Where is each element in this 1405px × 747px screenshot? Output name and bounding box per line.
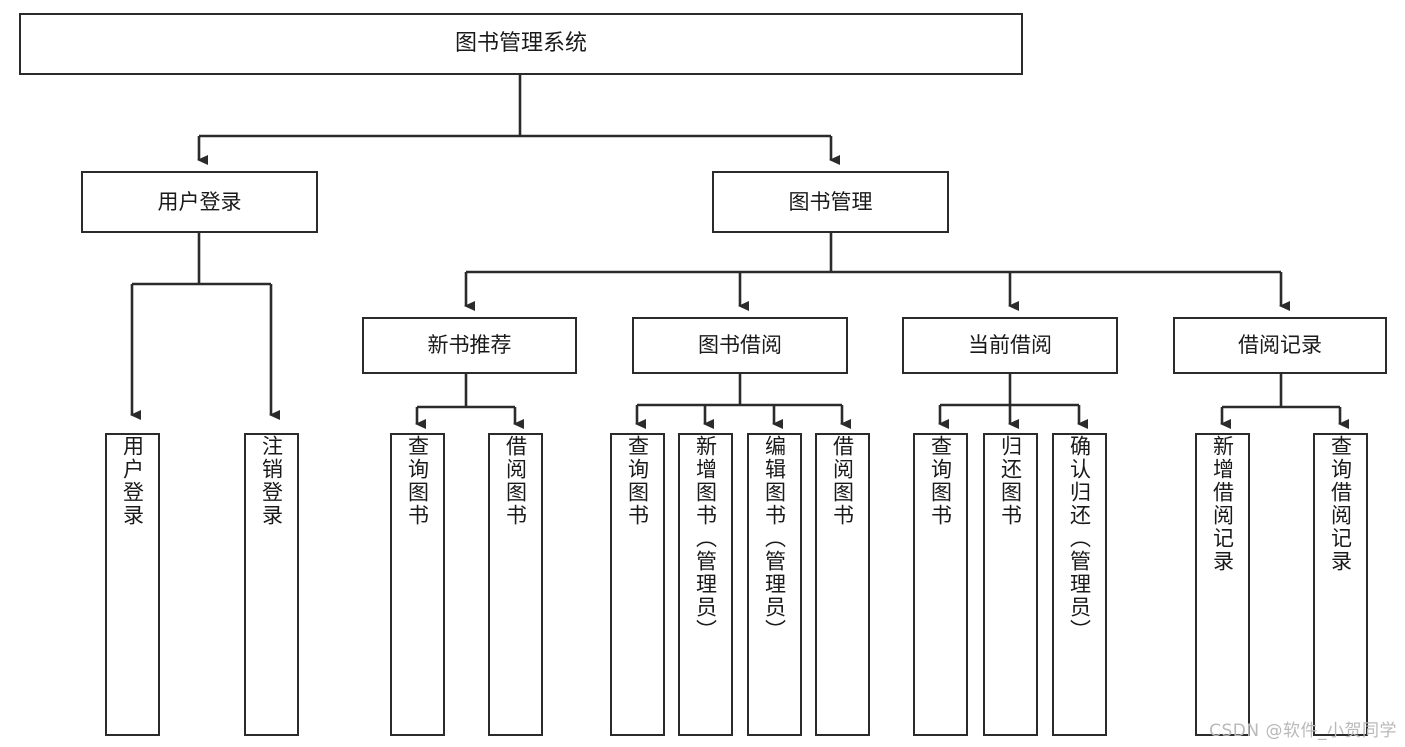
node-leaf-confirm-return[interactable]: 确认归还（管理员） [1052, 433, 1107, 736]
node-leaf-add-record-label: 新增借阅记录 [1210, 435, 1235, 573]
node-leaf-edit-book-label: 编辑图书（管理员） [762, 435, 787, 642]
node-leaf-query-book-3[interactable]: 查询图书 [913, 433, 968, 736]
node-leaf-query-book-3-label: 查询图书 [928, 435, 953, 527]
node-user-login-label: 用户登录 [157, 189, 242, 214]
node-book-manage-label: 图书管理 [788, 189, 873, 214]
node-user-login[interactable]: 用户登录 [81, 171, 318, 233]
node-current-borrow[interactable]: 当前借阅 [902, 317, 1118, 374]
node-borrow-record[interactable]: 借阅记录 [1173, 317, 1387, 374]
node-leaf-borrow-book-1-label: 借阅图书 [503, 435, 528, 527]
node-leaf-query-book-2-label: 查询图书 [625, 435, 650, 527]
node-leaf-confirm-return-label: 确认归还（管理员） [1067, 435, 1092, 642]
node-leaf-logout-login-label: 注销登录 [259, 435, 284, 527]
node-leaf-add-book[interactable]: 新增图书（管理员） [678, 433, 733, 736]
node-new-book-rec[interactable]: 新书推荐 [362, 317, 577, 374]
node-book-manage[interactable]: 图书管理 [712, 171, 949, 233]
node-leaf-edit-book[interactable]: 编辑图书（管理员） [747, 433, 802, 736]
node-leaf-query-record-label: 查询借阅记录 [1328, 435, 1353, 573]
node-leaf-query-record[interactable]: 查询借阅记录 [1313, 433, 1368, 736]
node-leaf-query-book-2[interactable]: 查询图书 [610, 433, 665, 736]
node-borrow-record-label: 借阅记录 [1238, 333, 1322, 358]
node-leaf-borrow-book-1[interactable]: 借阅图书 [488, 433, 543, 736]
node-leaf-query-book-1[interactable]: 查询图书 [390, 433, 445, 736]
node-leaf-return-book[interactable]: 归还图书 [983, 433, 1038, 736]
node-leaf-query-book-1-label: 查询图书 [405, 435, 430, 527]
node-leaf-add-book-label: 新增图书（管理员） [693, 435, 718, 642]
node-leaf-user-login-label: 用户登录 [120, 435, 145, 527]
node-leaf-borrow-book-2-label: 借阅图书 [830, 435, 855, 527]
node-new-book-rec-label: 新书推荐 [427, 333, 512, 358]
csdn-watermark: CSDN @软件_小贺同学 [1209, 721, 1397, 741]
node-book-borrow-label: 图书借阅 [698, 333, 782, 358]
node-current-borrow-label: 当前借阅 [968, 333, 1052, 358]
node-leaf-logout-login[interactable]: 注销登录 [244, 433, 299, 736]
node-leaf-user-login[interactable]: 用户登录 [105, 433, 160, 736]
node-leaf-add-record[interactable]: 新增借阅记录 [1195, 433, 1250, 736]
node-root-label: 图书管理系统 [454, 31, 587, 57]
node-book-borrow[interactable]: 图书借阅 [632, 317, 848, 374]
node-leaf-return-book-label: 归还图书 [998, 435, 1023, 527]
node-leaf-borrow-book-2[interactable]: 借阅图书 [815, 433, 870, 736]
node-root[interactable]: 图书管理系统 [19, 13, 1023, 75]
